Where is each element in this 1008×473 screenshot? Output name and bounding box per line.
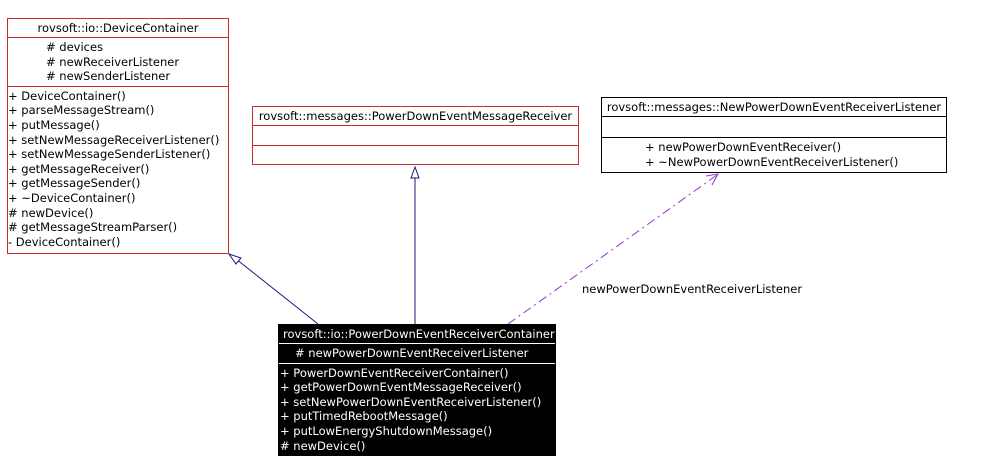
class-name: rovsoft::messages::PowerDownEventMessage… xyxy=(258,109,573,123)
association-arrowhead-listener xyxy=(705,173,719,186)
inheritance-arrowhead-device-container xyxy=(227,253,242,265)
association-label: newPowerDownEventReceiverListener xyxy=(582,282,803,296)
class-message-receiver[interactable]: rovsoft::messages::PowerDownEventMessage… xyxy=(252,106,579,165)
class-attributes xyxy=(253,125,578,145)
class-operations: + PowerDownEventReceiverContainer() + ge… xyxy=(279,362,555,454)
class-name: rovsoft::io::DeviceContainer xyxy=(37,21,199,35)
operation-item: + getMessageSender() xyxy=(8,176,141,191)
operation-item: + newPowerDownEventReceiver() xyxy=(645,140,842,154)
operation-item: + setNewMessageReceiverListener() xyxy=(8,132,220,147)
operation-item: + ~NewPowerDownEventReceiverListener() xyxy=(645,154,899,169)
operation-item: + putMessage() xyxy=(8,117,100,132)
class-operations: + DeviceContainer() + parseMessageStream… xyxy=(8,85,228,250)
inheritance-arrowhead-message-receiver xyxy=(410,165,420,179)
class-device-container[interactable]: rovsoft::io::DeviceContainer # devices #… xyxy=(7,18,229,254)
operation-item: + putTimedRebootMessage() xyxy=(280,409,448,424)
operation-item: + ~DeviceContainer() xyxy=(8,190,136,205)
class-name: rovsoft::io::PowerDownEventReceiverConta… xyxy=(283,327,555,341)
operation-item: + getPowerDownEventMessageReceiver() xyxy=(280,380,522,395)
class-receiver-container[interactable]: rovsoft::io::PowerDownEventReceiverConta… xyxy=(278,324,556,456)
operation-item: + PowerDownEventReceiverContainer() xyxy=(280,365,509,380)
attribute-item: # devices xyxy=(46,40,104,54)
operation-item: + DeviceContainer() xyxy=(8,88,126,103)
operation-item: # newDevice() xyxy=(280,438,366,453)
operation-item: + getMessageReceiver() xyxy=(8,161,150,176)
class-attributes: # devices # newReceiverListener # newSen… xyxy=(8,37,228,86)
inheritance-edge-device-container xyxy=(230,254,319,325)
operation-item: + setNewPowerDownEventReceiverListener() xyxy=(280,394,542,409)
class-receiver-listener[interactable]: rovsoft::messages::NewPowerDownEventRece… xyxy=(601,97,947,173)
attribute-item: # newReceiverListener xyxy=(46,54,180,69)
attribute-item: # newSenderListener xyxy=(46,69,171,84)
operation-item: + setNewMessageSenderListener() xyxy=(8,147,211,162)
operation-item: - DeviceContainer() xyxy=(8,234,121,249)
operation-item: # getMessageStreamParser() xyxy=(8,220,178,235)
class-name: rovsoft::messages::NewPowerDownEventRece… xyxy=(606,100,942,114)
operation-item: + putLowEnergyShutdownMessage() xyxy=(280,423,493,438)
class-operations xyxy=(253,145,578,164)
operation-item: # newDevice() xyxy=(8,205,94,220)
attribute-item: # newPowerDownEventReceiverListener xyxy=(295,346,529,360)
operation-item: + parseMessageStream() xyxy=(8,103,155,118)
association-edge-listener xyxy=(507,174,718,325)
class-operations: + newPowerDownEventReceiver() + ~NewPowe… xyxy=(602,137,946,169)
class-attributes xyxy=(602,116,946,137)
class-attributes: # newPowerDownEventReceiverListener xyxy=(279,343,555,363)
